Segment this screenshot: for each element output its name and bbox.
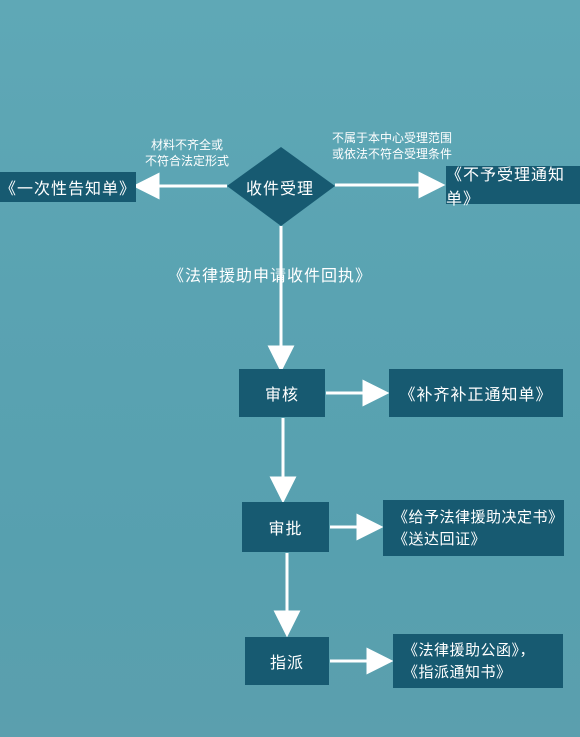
edge-label-left-line-2: 不符合法定形式 xyxy=(144,154,229,168)
box-review-doc: 《补齐补正通知单》 xyxy=(389,369,563,417)
edge-label-left-line-1: 材料不齐全或 xyxy=(150,138,223,152)
box-approve: 审批 xyxy=(242,502,329,552)
edge-label-right: 不属于本中心受理范围 或依法不符合受理条件 xyxy=(322,130,462,162)
box-review: 审核 xyxy=(239,369,325,417)
box-right-doc: 《不予受理通知单》 xyxy=(446,165,580,208)
edge-label-right-line-1: 不属于本中心受理范围 xyxy=(331,131,452,145)
approve-doc-line-2: 《送达回证》 xyxy=(393,530,487,548)
box-approve-doc: 《给予法律援助决定书》 《送达回证》 xyxy=(383,500,564,556)
decision-diamond xyxy=(227,147,335,226)
box-left-doc: 《一次性告知单》 xyxy=(0,172,136,202)
edge-label-right-line-2: 或依法不符合受理条件 xyxy=(331,147,452,161)
assign-doc-line-2: 《指派通知书》 xyxy=(403,663,512,681)
edge-label-down: 《法律援助申请收件回执》 xyxy=(168,266,373,285)
assign-doc-line-1: 《法律援助公函》， xyxy=(403,641,536,659)
approve-doc-line-1: 《给予法律援助决定书》 xyxy=(393,508,564,526)
decision-label: 收件受理 xyxy=(246,179,315,198)
box-assign: 指派 xyxy=(245,637,329,685)
edge-label-left: 材料不齐全或 不符合法定形式 xyxy=(132,137,242,169)
box-assign-doc: 《法律援助公函》， 《指派通知书》 xyxy=(393,634,563,688)
